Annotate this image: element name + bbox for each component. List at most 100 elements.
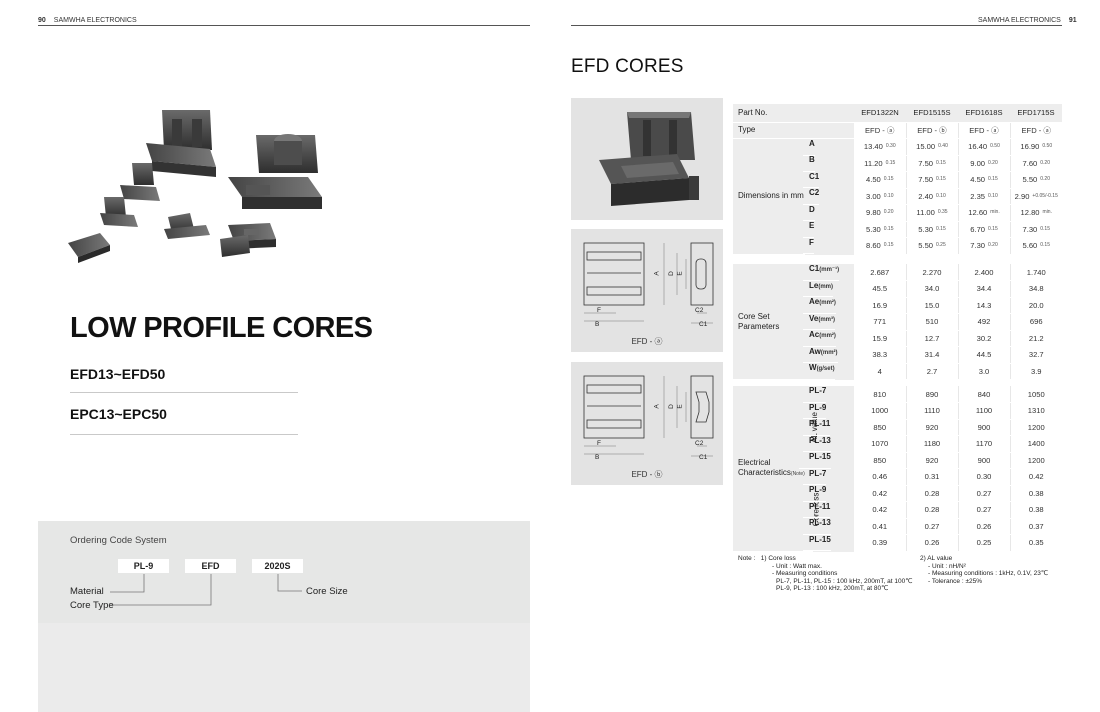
value: 12.80 — [1020, 208, 1040, 218]
material-name: PL-15 — [803, 535, 831, 551]
tolerance: 0.50 — [990, 143, 1000, 150]
value: 5.30 — [865, 224, 881, 234]
parameter-name: Ae(mm²) — [803, 297, 836, 314]
core-small-3 — [68, 233, 110, 263]
efd-drawing-b — [583, 375, 714, 457]
al-value: 1200 — [1009, 452, 1062, 469]
label-core-size: Core Size — [306, 586, 348, 597]
parameter-value: 38.3 — [854, 346, 906, 364]
dimension-name: C2 — [803, 188, 820, 205]
ordering-connector-lines — [110, 574, 302, 606]
dim-c1: C1 — [699, 321, 708, 328]
part-number: EFD1715S — [1010, 104, 1062, 123]
parameter-value: 2.270 — [905, 264, 958, 281]
right-brand: SAMWHA ELECTRONICS — [978, 17, 1061, 24]
loss-value: 0.28 — [905, 485, 958, 502]
tolerance: +0.05/-0.15 — [1032, 192, 1058, 199]
efd-drawing-a — [583, 242, 714, 324]
material-name: PL-7 — [803, 386, 827, 403]
left-brand: SAMWHA ELECTRONICS — [53, 17, 137, 24]
ordering-code-title: Ordering Code System — [70, 535, 167, 546]
al-value: 850 — [854, 452, 906, 469]
tolerance: 0.15 — [936, 176, 946, 183]
al-value: 920 — [905, 419, 958, 436]
electrical-label: Electrical Characteristics(Note) — [733, 386, 805, 552]
parameter-name: W(g/set) — [803, 363, 835, 380]
material-name: PL-7 — [803, 469, 827, 485]
parameter-value: 34.4 — [957, 280, 1010, 298]
table-row-type: Type EFD - ⓐ EFD - ⓑ EFD - ⓐ EFD - ⓐ — [733, 122, 1062, 139]
tolerance: 0.15 — [1040, 242, 1050, 249]
code-core-type: EFD — [185, 559, 236, 573]
efd-core-photo — [599, 112, 699, 206]
parameter-unit: (mm) — [818, 283, 834, 290]
core-epc-large — [228, 134, 322, 209]
al-value: 1070 — [854, 435, 906, 453]
type-cell: EFD - ⓐ — [1009, 122, 1062, 139]
parameter-value: 492 — [957, 313, 1010, 331]
loss-value: 0.42 — [1009, 468, 1062, 486]
value: 13.40 — [863, 142, 883, 152]
parameter-unit: (mm²) — [819, 300, 836, 306]
parameter-value: 30.2 — [957, 330, 1010, 347]
parameter-value: 31.4 — [905, 346, 958, 364]
tolerance: 0.40 — [938, 143, 948, 150]
value: 7.30 — [970, 241, 986, 251]
parameter-value: 3.0 — [957, 363, 1010, 380]
parameter-name: Le(mm) — [803, 281, 834, 297]
loss-value: 0.38 — [1009, 485, 1062, 502]
right-page-title: EFD CORES — [571, 56, 684, 77]
parameter-value: 510 — [905, 313, 958, 331]
efd-drawing-a-panel: A D E F B C2 C1 EFD - ⓐ — [571, 229, 723, 352]
value: 9.00 — [970, 158, 986, 168]
tolerance: 0.10 — [988, 192, 998, 199]
material-name: PL-15 — [803, 452, 831, 469]
al-value: 1310 — [1009, 402, 1062, 420]
parameter-value: 44.5 — [957, 346, 1010, 364]
tolerance: 0.15 — [1040, 225, 1050, 232]
material-name: PL-13 — [803, 518, 831, 535]
value: 2.90 — [1014, 191, 1030, 201]
parameter-value: 16.9 — [854, 297, 906, 314]
tolerance: 0.15 — [883, 242, 894, 249]
loss-value: 0.35 — [1009, 534, 1062, 552]
parameter-name: Ac(mm²) — [803, 330, 836, 347]
value: 2.40 — [918, 191, 934, 201]
note-2-line: - Tolerance : ±25% — [928, 577, 983, 585]
tolerance: 0.10 — [883, 192, 894, 199]
note-1-line: PL-7, PL-11, PL-15 : 100 kHz, 200mT, at … — [776, 577, 913, 585]
tolerance: 0.20 — [988, 242, 998, 249]
value: 15.00 — [916, 142, 936, 152]
dim-b: B — [595, 321, 600, 328]
value: 5.60 — [1022, 241, 1038, 251]
part-number: EFD1322N — [854, 104, 906, 123]
parameter-value: 3.9 — [1009, 363, 1062, 380]
value: 4.50 — [865, 175, 881, 185]
tolerance: 0.20 — [988, 159, 998, 166]
parameter-value: 2.400 — [957, 264, 1010, 281]
type-label: Type — [733, 122, 854, 139]
parameter-unit: (g/set) — [816, 366, 835, 372]
note-1-title: 1) Core loss — [760, 555, 796, 562]
core-small-4 — [164, 213, 210, 239]
value: 3.00 — [865, 191, 881, 201]
